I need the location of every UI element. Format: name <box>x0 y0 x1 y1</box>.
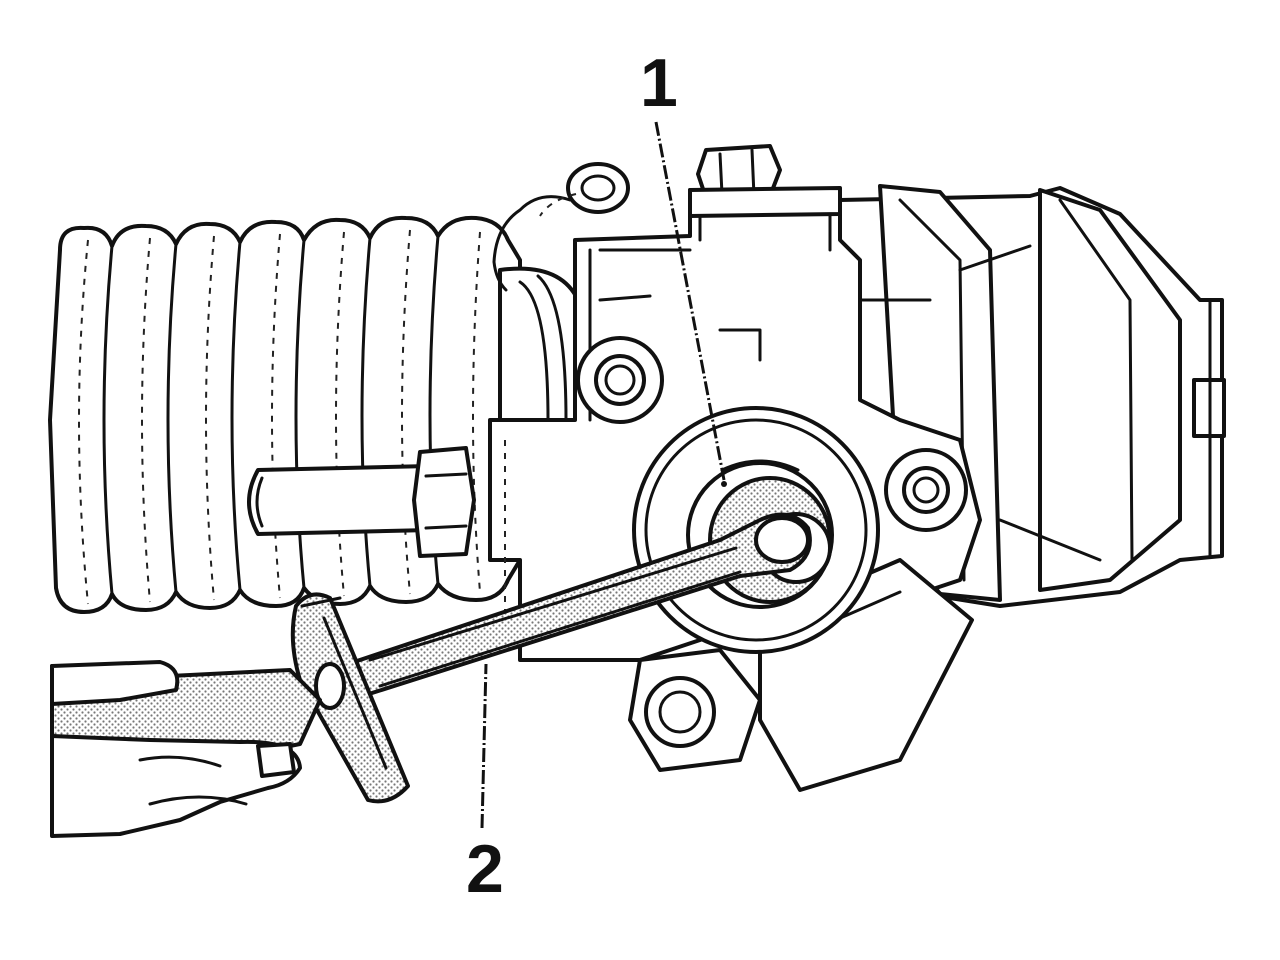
mounting-bolt-upper <box>576 336 664 424</box>
wire-clip <box>492 162 630 292</box>
hand <box>50 660 322 838</box>
tie-rod-stub <box>247 446 476 558</box>
callout-1: 1 <box>640 45 678 121</box>
leader-line-1 <box>654 121 727 487</box>
top-bolt <box>688 144 842 218</box>
mounting-bolt-lower <box>628 648 762 772</box>
torque-wrench <box>290 512 812 804</box>
leader-line-2 <box>480 663 488 829</box>
mounting-bolt-right <box>884 448 968 532</box>
callout-2: 2 <box>466 831 504 907</box>
